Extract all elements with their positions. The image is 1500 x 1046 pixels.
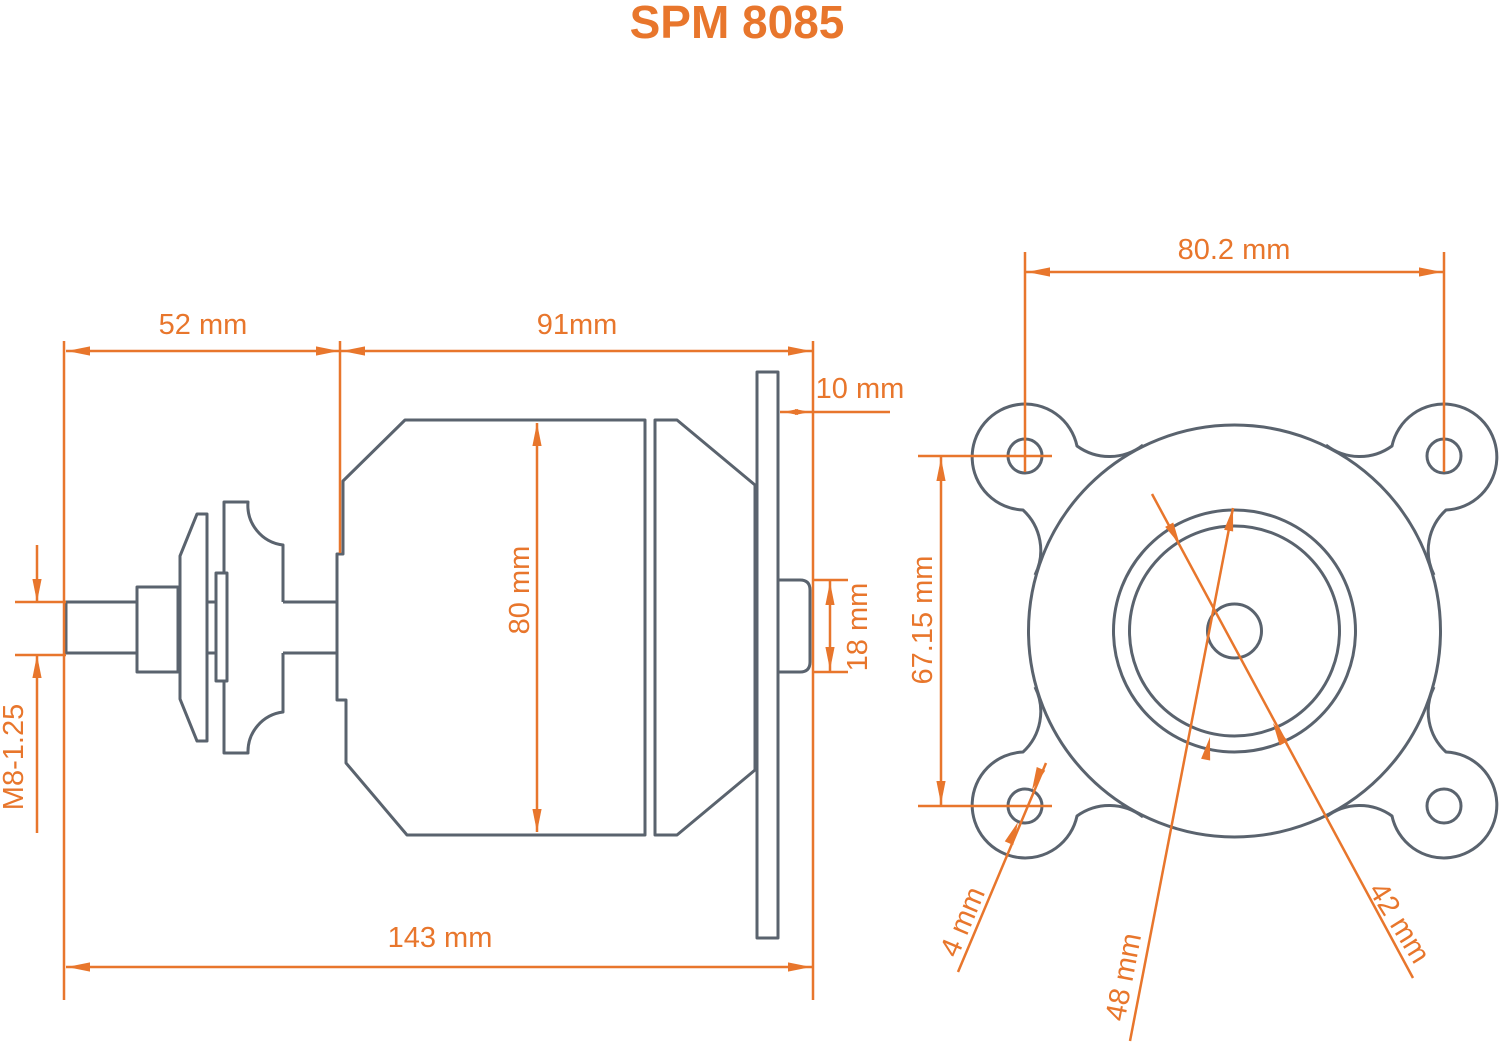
dim-label-body-diameter: 80 mm bbox=[504, 546, 536, 635]
shaft-washer bbox=[214, 571, 229, 683]
arrow-icon bbox=[32, 579, 42, 602]
mount-ear-top-right bbox=[1325, 402, 1499, 576]
shaft-rear-segment bbox=[283, 600, 341, 655]
arrow-icon bbox=[825, 582, 835, 605]
rear-mount bbox=[653, 418, 757, 837]
mount-ear-bottom-left bbox=[970, 686, 1144, 860]
arrow-icon bbox=[67, 346, 90, 356]
shaft-collar bbox=[135, 585, 180, 674]
arrow-icon bbox=[342, 346, 365, 356]
dim-label-hole-spacing-vertical: 67.15 mm bbox=[907, 556, 939, 685]
ring-outer-circle bbox=[1112, 508, 1357, 754]
rear-shaft-boss bbox=[778, 578, 812, 674]
dim-label-body-length: 91mm bbox=[537, 309, 618, 341]
front-view-dimensions: 80.2 mm 67.15 mm 4 mm 48 mm 42 mm bbox=[907, 234, 1446, 1042]
dim-label-shaft-length: 52 mm bbox=[159, 309, 248, 341]
mount-ear-bottom-right bbox=[1325, 686, 1499, 860]
arrow-icon bbox=[788, 962, 811, 972]
arrow-icon bbox=[936, 781, 946, 804]
leader-48mm bbox=[1128, 507, 1235, 1042]
mount-plate bbox=[755, 370, 780, 940]
dim-label-ring-inner-diameter: 42 mm bbox=[1362, 877, 1436, 969]
arrow-icon bbox=[788, 346, 811, 356]
dim-label-ring-outer-diameter: 48 mm bbox=[1100, 930, 1148, 1023]
ring-inner-circle bbox=[1128, 524, 1341, 738]
arrow-icon bbox=[1027, 267, 1050, 277]
dim-label-mount-hole-diameter: 4 mm bbox=[934, 882, 992, 961]
arrow-icon bbox=[1419, 267, 1442, 277]
prop-adapter-flange bbox=[178, 512, 209, 743]
dim-label-shaft-thread: M8-1.25 bbox=[0, 704, 30, 810]
motor-bell bbox=[335, 418, 647, 837]
arrow-icon bbox=[316, 346, 339, 356]
extension-lines-80-2mm bbox=[1023, 252, 1446, 472]
leader-4mm bbox=[956, 762, 1048, 973]
motor-body-outline bbox=[1027, 423, 1442, 839]
arrow-icon bbox=[795, 409, 810, 415]
extension-lines bbox=[62, 341, 815, 1000]
arrow-icon bbox=[825, 647, 835, 670]
dim-ticks-m8 bbox=[15, 545, 66, 833]
side-view-dimensions: 52 mm 91mm 10 mm 143 mm 80 mm 18 mm M8-1… bbox=[0, 309, 904, 1000]
arrow-icon bbox=[67, 962, 90, 972]
dim-label-rear-boss-diameter: 18 mm bbox=[842, 583, 874, 672]
shaft-circle bbox=[1206, 602, 1263, 660]
front-view bbox=[970, 402, 1499, 860]
mount-ear-top-left bbox=[970, 402, 1144, 576]
dim-label-hole-spacing-horizontal: 80.2 mm bbox=[1178, 234, 1291, 266]
side-view bbox=[64, 370, 812, 940]
dim-label-overall-length: 143 mm bbox=[388, 922, 493, 954]
page-title: SPM 8085 bbox=[630, 0, 845, 48]
mount-hole-bottom-right bbox=[1425, 787, 1463, 825]
arrow-icon bbox=[32, 655, 42, 678]
prop-hub bbox=[222, 500, 285, 755]
dim-label-plate-offset: 10 mm bbox=[816, 373, 905, 405]
arrow-icon bbox=[936, 458, 946, 481]
